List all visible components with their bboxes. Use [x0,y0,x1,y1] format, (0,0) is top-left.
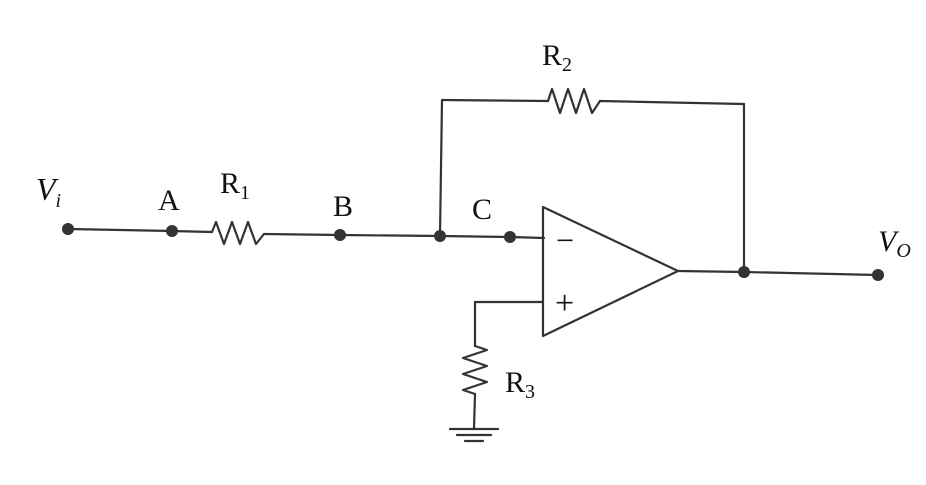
wire-feedback-top-right [598,99,746,106]
resistor-r2 [546,87,602,115]
wire-a-to-r1 [170,229,214,234]
label-b: B [333,190,353,223]
node-junction [434,230,446,242]
label-c: C [472,193,492,226]
resistor-r3 [461,344,489,396]
label-r1: R1 [220,167,250,204]
node-output-junction [738,266,750,278]
wire-r1-to-b [262,232,342,237]
wire-r3-to-ground [472,392,477,430]
wire-feedback-top-left [440,98,550,103]
wire-output [742,270,880,277]
ground-symbol [448,427,500,443]
node-output [872,269,884,281]
label-r3: R3 [505,366,535,403]
node-b [334,229,346,241]
label-r2: R2 [542,39,572,76]
wire-opamp-output [676,269,746,274]
wire-feedback-left [438,98,444,238]
wire-junction-to-c [438,234,512,239]
node-a [166,225,178,237]
wire-b-to-junction [338,233,442,238]
label-vo: VO [878,225,911,262]
label-vi: Vi [36,171,61,212]
node-input [62,223,74,235]
opamp-inverting-symbol: − [556,222,574,258]
node-c [504,231,516,243]
wire-input-to-a [66,227,174,233]
opamp-noninverting-symbol: + [555,285,574,322]
resistor-r1 [210,220,266,246]
opamp-triangle [541,205,680,338]
label-a: A [158,184,180,217]
